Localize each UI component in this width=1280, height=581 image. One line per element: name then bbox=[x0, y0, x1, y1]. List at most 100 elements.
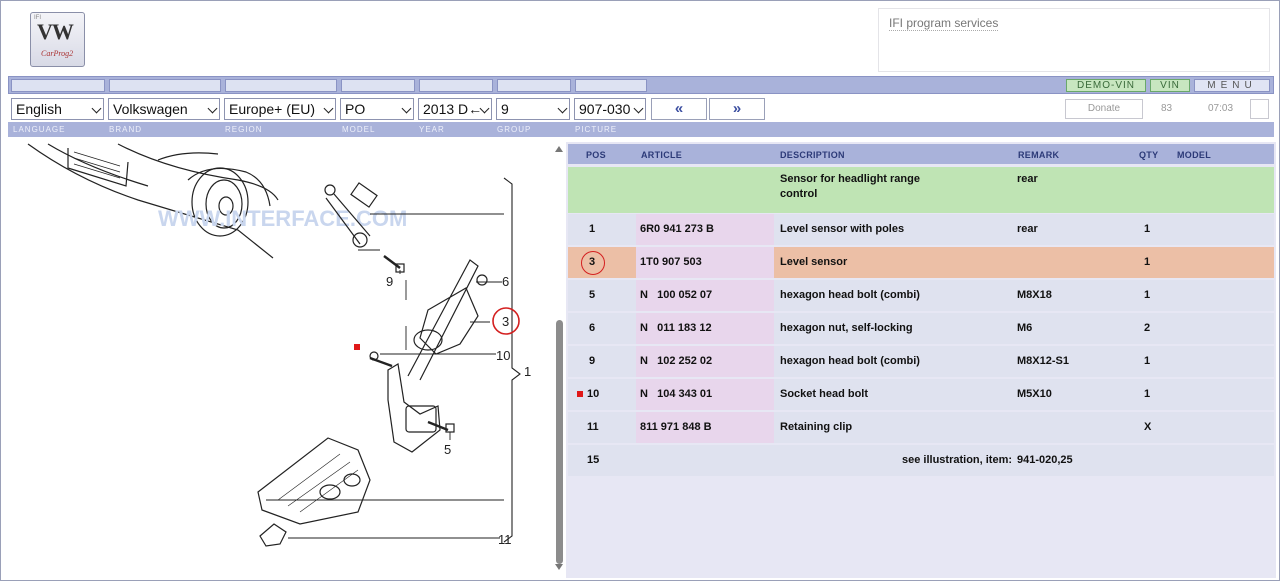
chevron-down-icon bbox=[633, 103, 644, 114]
row-description: Level sensor bbox=[780, 256, 848, 268]
row-reference-text: see illustration, item: bbox=[902, 454, 1013, 466]
row-article[interactable]: N 104 343 01 bbox=[640, 388, 713, 400]
row-pos: 5 bbox=[589, 289, 596, 301]
model-value: PO bbox=[345, 101, 366, 117]
row-qty: 1 bbox=[1144, 223, 1151, 235]
toolbar-slot-model[interactable] bbox=[341, 79, 415, 92]
label-year: YEAR bbox=[419, 125, 445, 134]
row-description: Socket head bolt bbox=[780, 388, 869, 400]
callout-labels: 6 3 10 9 5 1 11 bbox=[386, 274, 531, 547]
row-description: Level sensor with poles bbox=[780, 223, 905, 235]
counter-value: 83 bbox=[1161, 103, 1173, 114]
row-article[interactable]: N 102 252 02 bbox=[640, 355, 713, 367]
col-model: MODEL bbox=[1177, 150, 1211, 160]
callout-6[interactable]: 6 bbox=[502, 274, 509, 289]
group-select[interactable]: 9 bbox=[496, 98, 570, 120]
toolbar-slot-region[interactable] bbox=[225, 79, 337, 92]
picture-select[interactable]: 907-030 bbox=[574, 98, 646, 120]
table-row[interactable]: 1 6R0 941 273 B Level sensor with poles … bbox=[568, 214, 1274, 245]
option-box[interactable] bbox=[1250, 99, 1269, 119]
row-article[interactable]: 1T0 907 503 bbox=[640, 256, 702, 268]
previous-picture-button[interactable]: « bbox=[651, 98, 707, 120]
vw-carprog-logo: IFI VW CarProg2 bbox=[30, 12, 85, 67]
article-cell-bg bbox=[636, 247, 774, 278]
callout-11[interactable]: 11 bbox=[498, 532, 512, 547]
callout-9[interactable]: 9 bbox=[386, 274, 393, 289]
col-remark: REMARK bbox=[1018, 150, 1060, 160]
brand-value: Volkswagen bbox=[113, 101, 188, 117]
table-row-selected[interactable]: 3 1T0 907 503 Level sensor 1 bbox=[568, 247, 1274, 278]
region-value: Europe+ (EU) bbox=[229, 101, 315, 117]
watermark-text: WWW.INTERFACE.COM bbox=[158, 206, 407, 231]
row-pos: 1 bbox=[589, 223, 596, 235]
next-picture-button[interactable]: » bbox=[709, 98, 765, 120]
region-select[interactable]: Europe+ (EU) bbox=[224, 98, 336, 120]
row-article[interactable]: 811 971 848 B bbox=[640, 421, 712, 433]
selected-pos-circle bbox=[581, 251, 605, 275]
table-row[interactable]: 9 N 102 252 02 hexagon head bolt (combi)… bbox=[568, 346, 1274, 377]
row-article[interactable]: 6R0 941 273 B bbox=[640, 223, 714, 235]
table-header: POS ARTICLE DESCRIPTION REMARK QTY MODEL bbox=[568, 144, 1274, 164]
chevron-down-icon bbox=[91, 103, 102, 114]
year-select[interactable]: 2013 D← bbox=[418, 98, 492, 120]
language-select[interactable]: English bbox=[11, 98, 104, 120]
row-description: Retaining clip bbox=[780, 421, 853, 433]
illustration-scrollbar[interactable] bbox=[554, 144, 565, 576]
scrollbar-thumb[interactable] bbox=[556, 320, 563, 564]
col-pos: POS bbox=[586, 150, 606, 160]
toolbar-slot-language[interactable] bbox=[11, 79, 105, 92]
label-language: LANGUAGE bbox=[13, 125, 66, 134]
brand-select[interactable]: Volkswagen bbox=[108, 98, 220, 120]
row-article[interactable]: N 011 183 12 bbox=[640, 322, 712, 334]
callout-3[interactable]: 3 bbox=[502, 314, 509, 329]
toolbar-slot-group[interactable] bbox=[497, 79, 571, 92]
new-part-marker bbox=[577, 391, 583, 397]
label-picture: PICTURE bbox=[575, 125, 618, 134]
section-description-1: Sensor for headlight range bbox=[780, 173, 920, 185]
col-article: ARTICLE bbox=[641, 150, 683, 160]
row-pos: 6 bbox=[589, 322, 596, 334]
model-select[interactable]: PO bbox=[340, 98, 414, 120]
col-description: DESCRIPTION bbox=[780, 150, 845, 160]
row-description: hexagon head bolt (combi) bbox=[780, 355, 920, 367]
scroll-up-arrow-icon[interactable] bbox=[555, 146, 563, 152]
article-cell-bg bbox=[636, 280, 774, 311]
table-row[interactable]: 11 811 971 848 B Retaining clip X bbox=[568, 412, 1274, 443]
section-remark: rear bbox=[1017, 173, 1038, 185]
row-qty: X bbox=[1144, 421, 1152, 433]
row-remark: M8X12-S1 bbox=[1017, 355, 1069, 367]
table-row[interactable]: 10 N 104 343 01 Socket head bolt M5X10 1 bbox=[568, 379, 1274, 410]
ifi-services-link[interactable]: IFI program services bbox=[889, 16, 999, 31]
callout-1[interactable]: 1 bbox=[524, 364, 531, 379]
selector-labels-bar: LANGUAGE BRAND REGION MODEL YEAR GROUP P… bbox=[8, 122, 1274, 137]
row-remark: M6 bbox=[1017, 322, 1033, 334]
row-pos: 11 bbox=[587, 421, 599, 433]
donate-button[interactable]: Donate bbox=[1065, 99, 1143, 119]
row-qty: 1 bbox=[1144, 289, 1151, 301]
callout-5[interactable]: 5 bbox=[444, 442, 451, 457]
row-article[interactable]: N 100 052 07 bbox=[640, 289, 713, 301]
toolbar-slot-brand[interactable] bbox=[109, 79, 221, 92]
row-pos: 15 bbox=[587, 454, 600, 466]
menu-button[interactable]: MENU bbox=[1194, 79, 1270, 92]
table-row[interactable]: 6 N 011 183 12 hexagon nut, self-locking… bbox=[568, 313, 1274, 344]
row-qty: 1 bbox=[1144, 388, 1151, 400]
table-row-reference[interactable]: 15 see illustration, item: 941-020,25 bbox=[568, 445, 1274, 476]
parts-table: POS ARTICLE DESCRIPTION REMARK QTY MODEL… bbox=[566, 142, 1276, 578]
scroll-down-arrow-icon[interactable] bbox=[555, 564, 563, 570]
selected-callout-circle bbox=[492, 307, 520, 335]
row-remark: M5X10 bbox=[1017, 388, 1052, 400]
label-region: REGION bbox=[225, 125, 263, 134]
article-cell-bg bbox=[636, 379, 774, 410]
row-remark: M8X18 bbox=[1017, 289, 1052, 301]
vin-button[interactable]: VIN bbox=[1150, 79, 1190, 92]
demo-vin-button[interactable]: DEMO-VIN bbox=[1066, 79, 1146, 92]
callout-10[interactable]: 10 bbox=[496, 348, 510, 363]
table-row[interactable]: 5 N 100 052 07 hexagon head bolt (combi)… bbox=[568, 280, 1274, 311]
toolbar-slot-year[interactable] bbox=[419, 79, 493, 92]
new-part-marker bbox=[354, 344, 360, 350]
article-cell-bg bbox=[636, 214, 774, 245]
toolbar-slot-picture[interactable] bbox=[575, 79, 647, 92]
row-reference-link[interactable]: 941-020,25 bbox=[1017, 454, 1073, 466]
logo-sub: CarProg2 bbox=[41, 49, 74, 58]
